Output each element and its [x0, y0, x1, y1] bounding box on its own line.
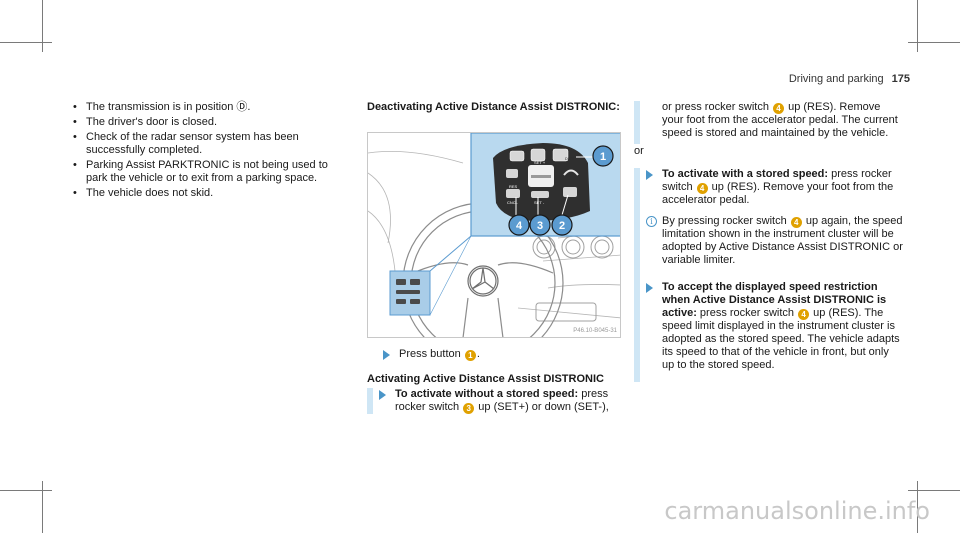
callout-4: 4: [508, 214, 530, 236]
crop-mark: [908, 42, 960, 43]
crop-mark: [917, 0, 918, 52]
info-note: i By pressing rocker switch 4 up again, …: [646, 215, 904, 267]
deactivate-section: Deactivating Active Distance Assist DIST…: [367, 101, 623, 414]
step-arrow-icon: [646, 283, 653, 293]
step-arrow-icon: [383, 350, 390, 360]
steering-wheel-figure: RES CNCL SET + SET - DIST 1 4: [367, 132, 621, 338]
callout-ref-4: 4: [696, 183, 708, 194]
list-item: The transmission is in position Ⓓ.: [72, 101, 350, 114]
svg-text:4: 4: [516, 220, 523, 232]
callout-2: 2: [551, 214, 573, 236]
activate-step-3: To accept the displayed speed restrictio…: [646, 281, 904, 382]
crop-mark: [908, 490, 960, 491]
set-plus-label: SET +: [534, 160, 546, 165]
or-separator: or: [634, 145, 644, 157]
callout-ref-1: 1: [464, 350, 476, 361]
set-minus-label: SET -: [534, 200, 545, 205]
list-item: The vehicle does not skid.: [72, 187, 350, 200]
activate-step-bar: To activate without a stored speed: pres…: [367, 388, 623, 414]
step-arrow-icon: [379, 390, 386, 400]
callout-ref-3: 3: [463, 403, 475, 414]
page-number: 175: [891, 73, 910, 85]
list-item: Parking Assist PARKTRONIC is not being u…: [72, 159, 350, 185]
watermark: carmanualsonline.info: [664, 497, 930, 525]
activate-heading: Activating Active Distance Assist DISTRO…: [367, 373, 604, 385]
deactivate-step: Press button 1.: [383, 348, 623, 361]
page-header: Driving and parking 175: [789, 73, 910, 85]
crop-mark: [0, 42, 52, 43]
deactivate-heading: Deactivating Active Distance Assist DIST…: [367, 101, 620, 113]
activate-step-2: To activate with a stored speed: press r…: [646, 168, 904, 207]
steering-wheel-illustration: RES CNCL SET + SET - DIST 1 4: [368, 133, 620, 337]
callout-1: 1: [592, 145, 614, 167]
callout-ref-4: 4: [773, 103, 785, 114]
svg-text:2: 2: [559, 220, 565, 232]
svg-text:1: 1: [600, 151, 606, 163]
list-item: The driver's door is closed.: [72, 116, 350, 129]
callout-ref-4: 4: [790, 217, 802, 228]
continuation-bar: or press rocker switch 4 up (RES). Remov…: [634, 101, 904, 144]
activate-step-1: To activate without a stored speed: pres…: [379, 388, 623, 414]
callout-ref-4: 4: [798, 309, 810, 320]
res-label: RES: [509, 184, 518, 189]
continuation-text: or press rocker switch 4 up (RES). Remov…: [662, 101, 898, 139]
section-title: Driving and parking: [788, 73, 884, 85]
step-arrow-icon: [646, 170, 653, 180]
cncl-label: CNCL: [507, 200, 519, 205]
crop-mark: [42, 481, 43, 533]
crop-mark: [42, 0, 43, 52]
info-icon: i: [646, 216, 657, 227]
crop-mark: [917, 481, 918, 533]
prerequisites-list: The transmission is in position Ⓓ. The d…: [72, 101, 350, 202]
callout-3: 3: [529, 214, 551, 236]
list-item: Check of the radar sensor system has bee…: [72, 131, 350, 157]
figure-label: P46.10-B045-31: [573, 328, 617, 334]
dist-label: DIST: [565, 156, 575, 161]
activate-step-2-bar: To activate with a stored speed: press r…: [634, 168, 904, 382]
svg-text:3: 3: [537, 220, 543, 232]
crop-mark: [0, 490, 52, 491]
activate-continued: or press rocker switch 4 up (RES). Remov…: [634, 101, 904, 382]
